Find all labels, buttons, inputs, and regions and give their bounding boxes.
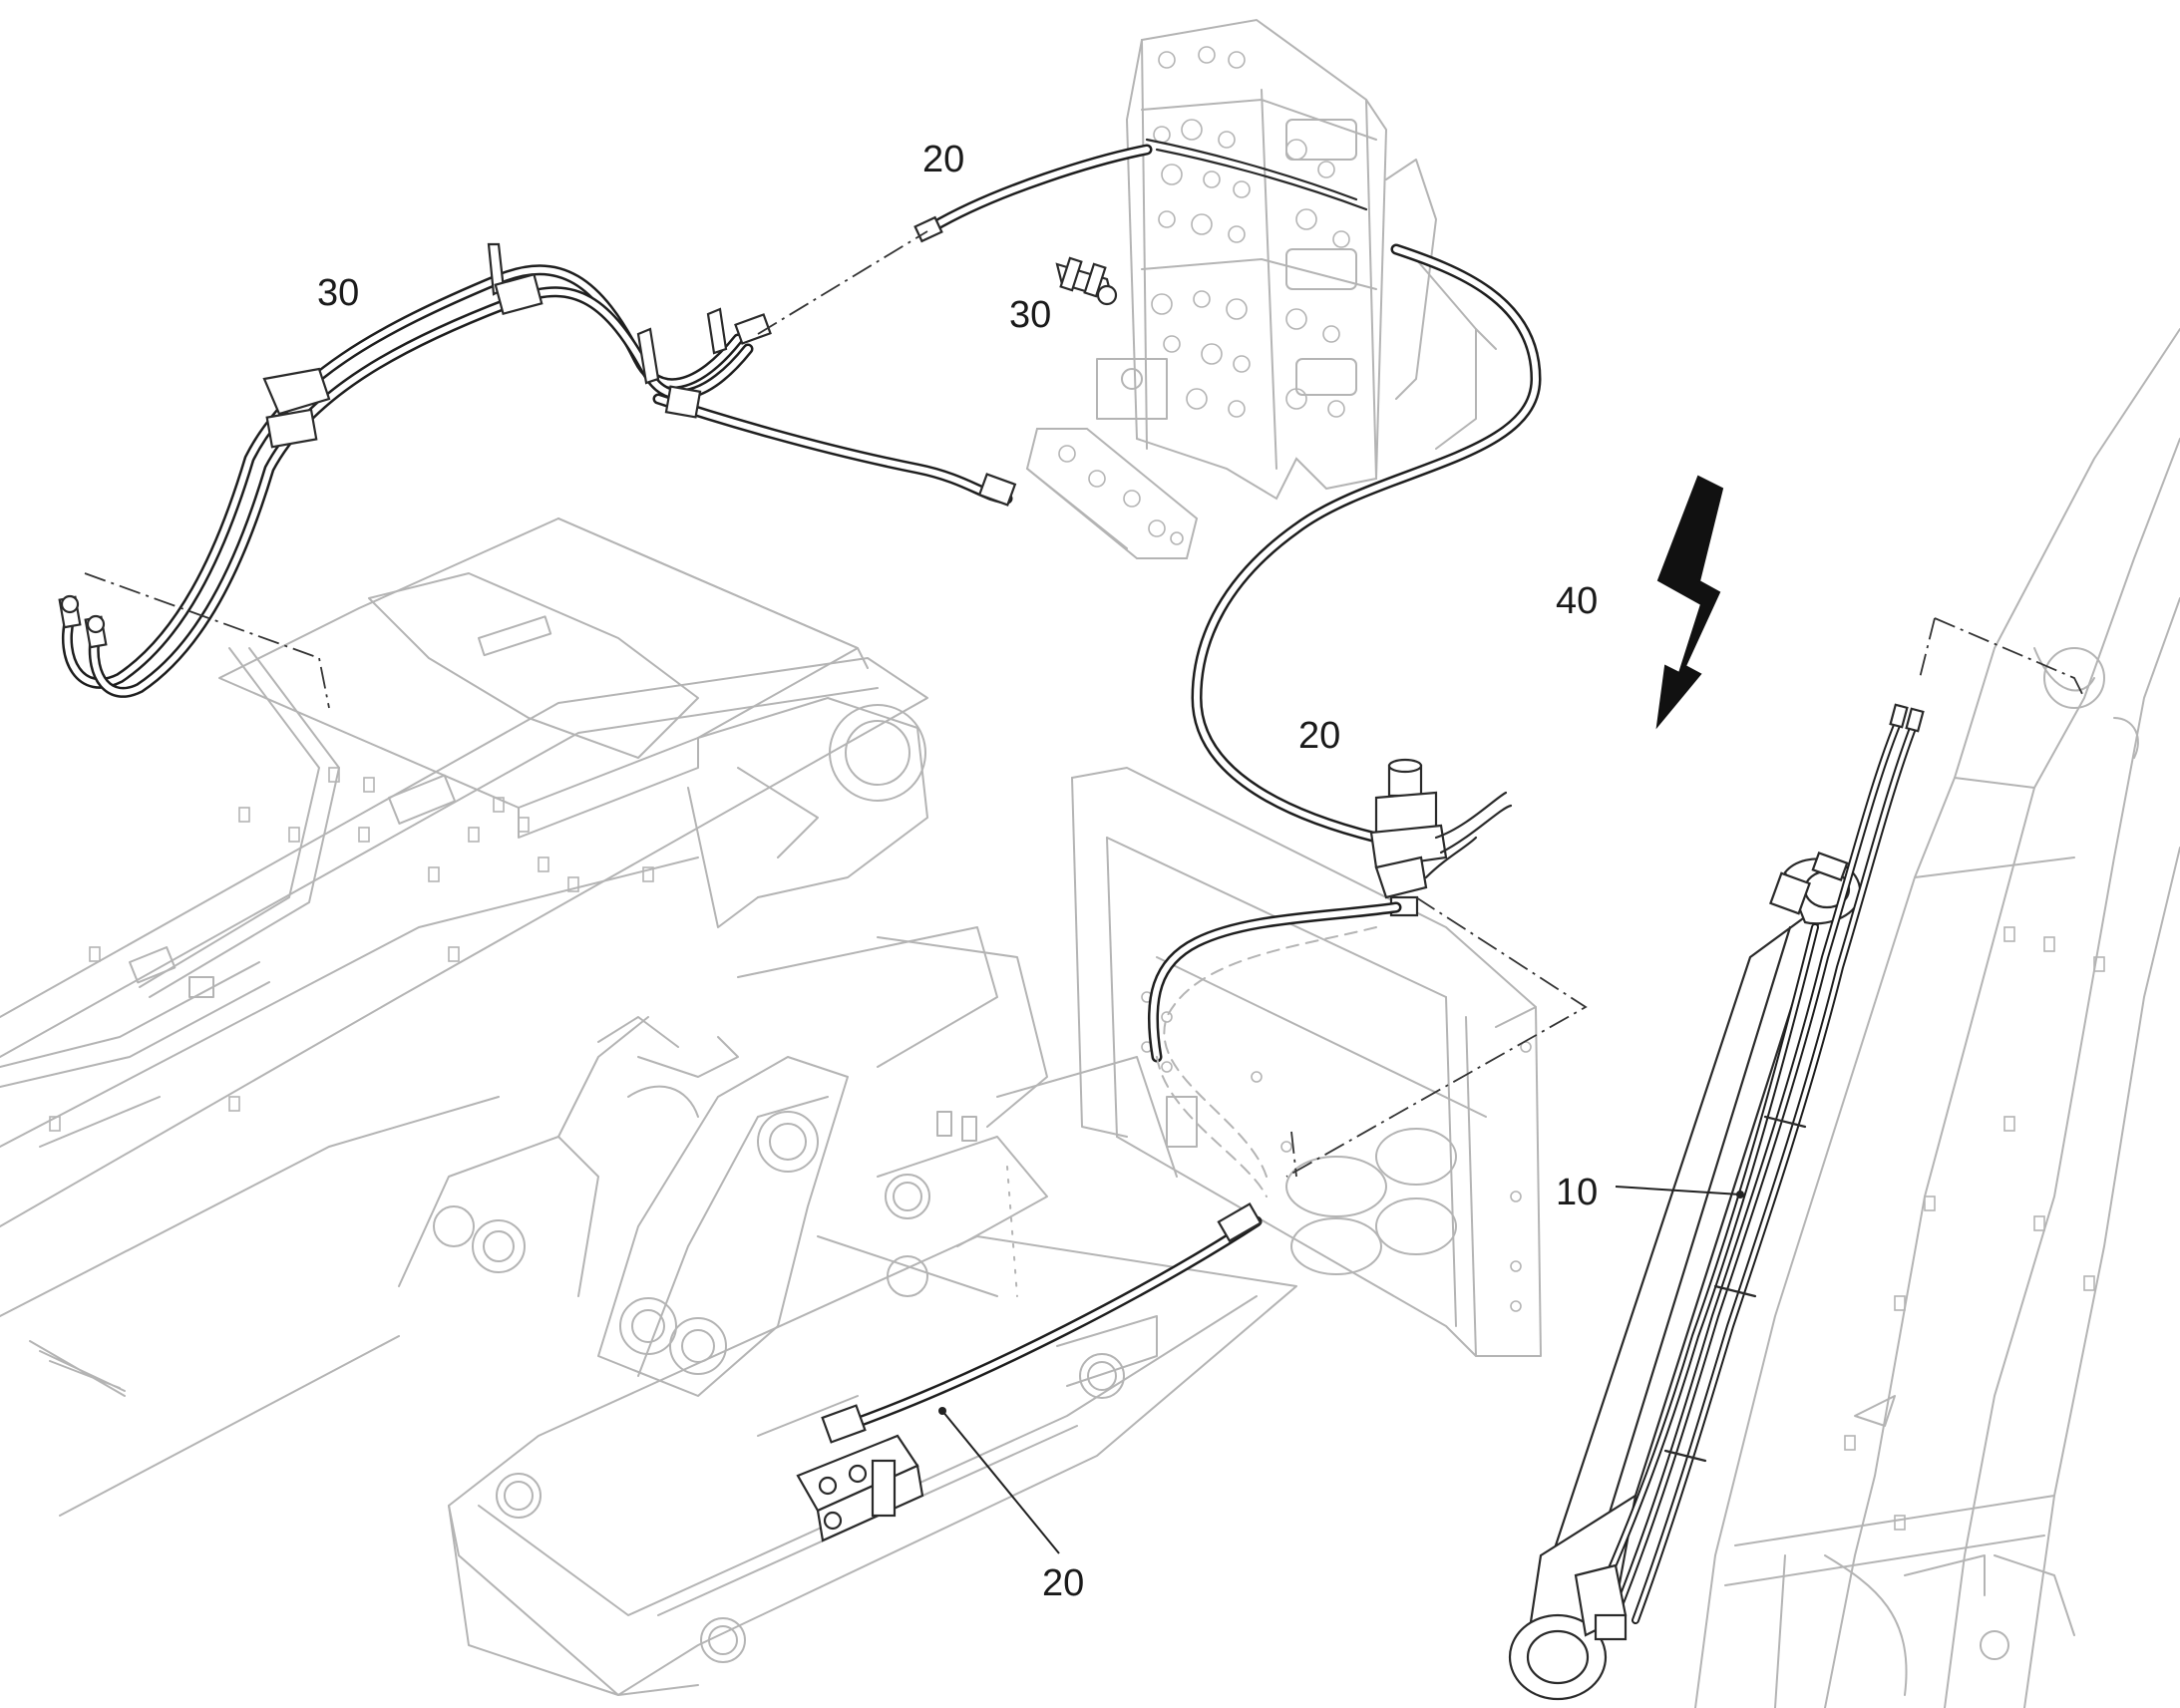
- leader-lines: [938, 1186, 1744, 1554]
- callout-labels: 20 30 30 40 20 10 20: [317, 139, 1598, 1604]
- hose-part20-lower: [821, 901, 1402, 1444]
- hose-assembly-part10: [1574, 703, 1925, 1641]
- boom-arm-ghost: [1694, 328, 2180, 1708]
- callout-10: 10: [1556, 1172, 1598, 1213]
- callout-20-top: 20: [922, 139, 964, 180]
- hose-assembly-part30: [58, 242, 1017, 698]
- frame-bracket-ghost: [1071, 767, 1542, 1357]
- distribution-manifold: [1025, 428, 1199, 559]
- callout-20-mid: 20: [1298, 715, 1340, 757]
- callout-40: 40: [1556, 580, 1598, 622]
- solenoid-valve: [1369, 758, 1513, 917]
- lower-carbody-ghost: [398, 926, 1297, 1696]
- connection-lines: [84, 230, 2085, 1178]
- callout-30-left: 30: [317, 272, 359, 314]
- lightning-arrow-part40: [1655, 475, 1724, 730]
- hose-part20-upper: [913, 144, 1542, 844]
- carbody-manifold: [796, 1434, 924, 1542]
- callout-30-mid: 30: [1009, 294, 1051, 336]
- control-valve-block: [1096, 18, 1497, 501]
- spare-fitting-part30: [1055, 256, 1118, 306]
- upper-frame-ghost: [0, 517, 928, 1517]
- callout-20-bottom: 20: [1042, 1562, 1084, 1604]
